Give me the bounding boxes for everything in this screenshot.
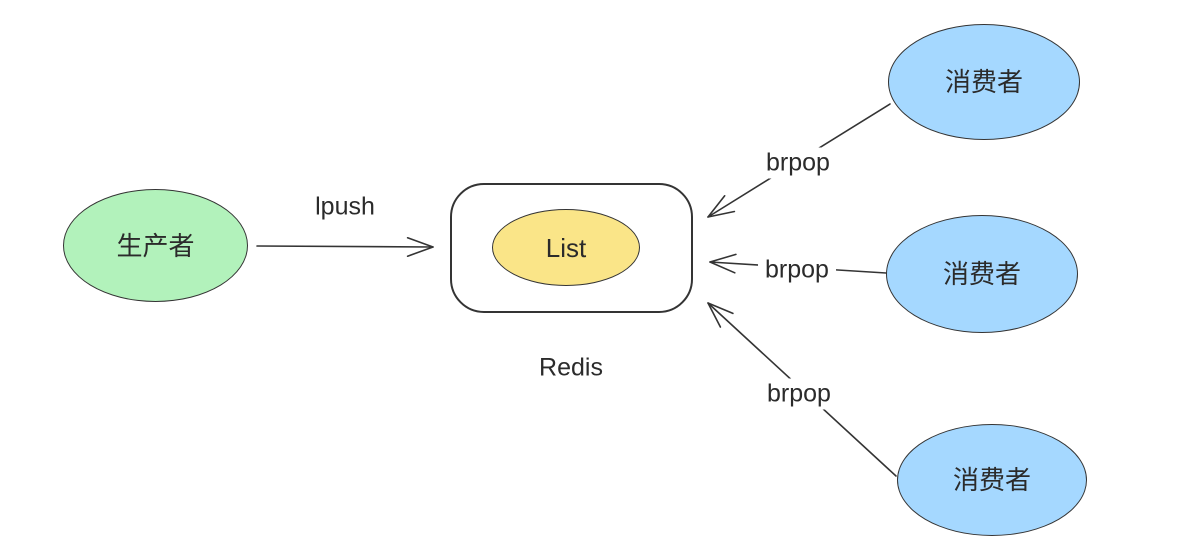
redis-caption: Redis [539, 353, 603, 382]
consumer-middle-label: 消费者 [942, 259, 1021, 289]
list-node: List [492, 209, 640, 286]
consumer-bottom-label: 消费者 [952, 465, 1031, 495]
lpush-arrow [256, 237, 434, 257]
lpush-arrow-line [256, 245, 434, 248]
consumer-top-label: 消费者 [944, 67, 1023, 97]
lpush-arrowhead-icon [406, 237, 434, 257]
brpop-top-arrowhead-icon [707, 195, 736, 218]
consumer-top-node: 消费者 [888, 24, 1080, 140]
brpop-top-edge-label: brpop [759, 147, 837, 179]
brpop-bottom-arrowhead-icon [707, 302, 734, 328]
lpush-edge-label: lpush [308, 191, 382, 223]
consumer-middle-node: 消费者 [886, 215, 1078, 333]
consumer-bottom-node: 消费者 [897, 424, 1087, 536]
producer-label: 生产者 [116, 230, 195, 261]
brpop-bottom-edge-label: brpop [760, 378, 838, 410]
list-label: List [545, 232, 587, 263]
producer-node: 生产者 [63, 189, 248, 302]
brpop-middle-edge-label: brpop [758, 254, 836, 286]
brpop-middle-arrowhead-icon [709, 253, 737, 274]
